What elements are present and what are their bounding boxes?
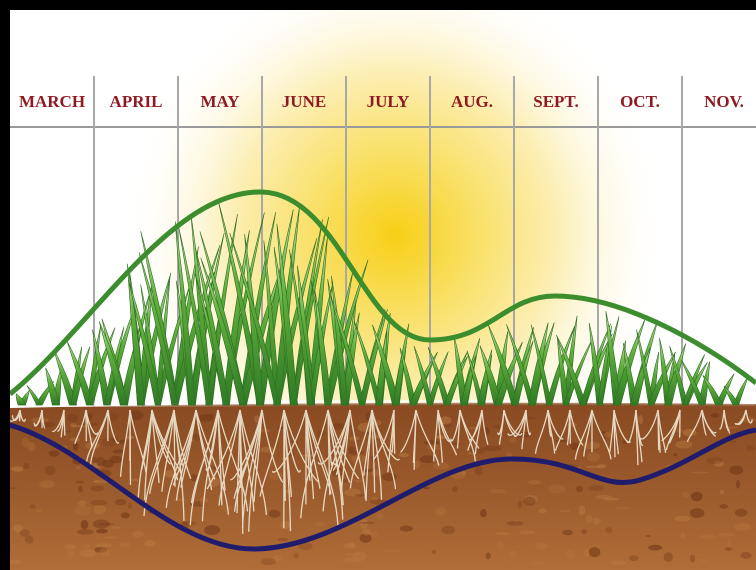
month-label-8: OCT. bbox=[598, 92, 682, 112]
month-label-6: AUG. bbox=[430, 92, 514, 112]
root-strand bbox=[240, 410, 241, 488]
month-label-7: SEPT. bbox=[514, 92, 598, 112]
root-strand bbox=[394, 410, 395, 453]
month-label-9: NOV. bbox=[682, 92, 756, 112]
month-label-5: JULY bbox=[346, 92, 430, 112]
month-label-3: MAY bbox=[178, 92, 262, 112]
month-label-4: JUNE bbox=[262, 92, 346, 112]
month-label-2: APRIL bbox=[94, 92, 178, 112]
month-label-1: MARCH bbox=[10, 92, 94, 112]
